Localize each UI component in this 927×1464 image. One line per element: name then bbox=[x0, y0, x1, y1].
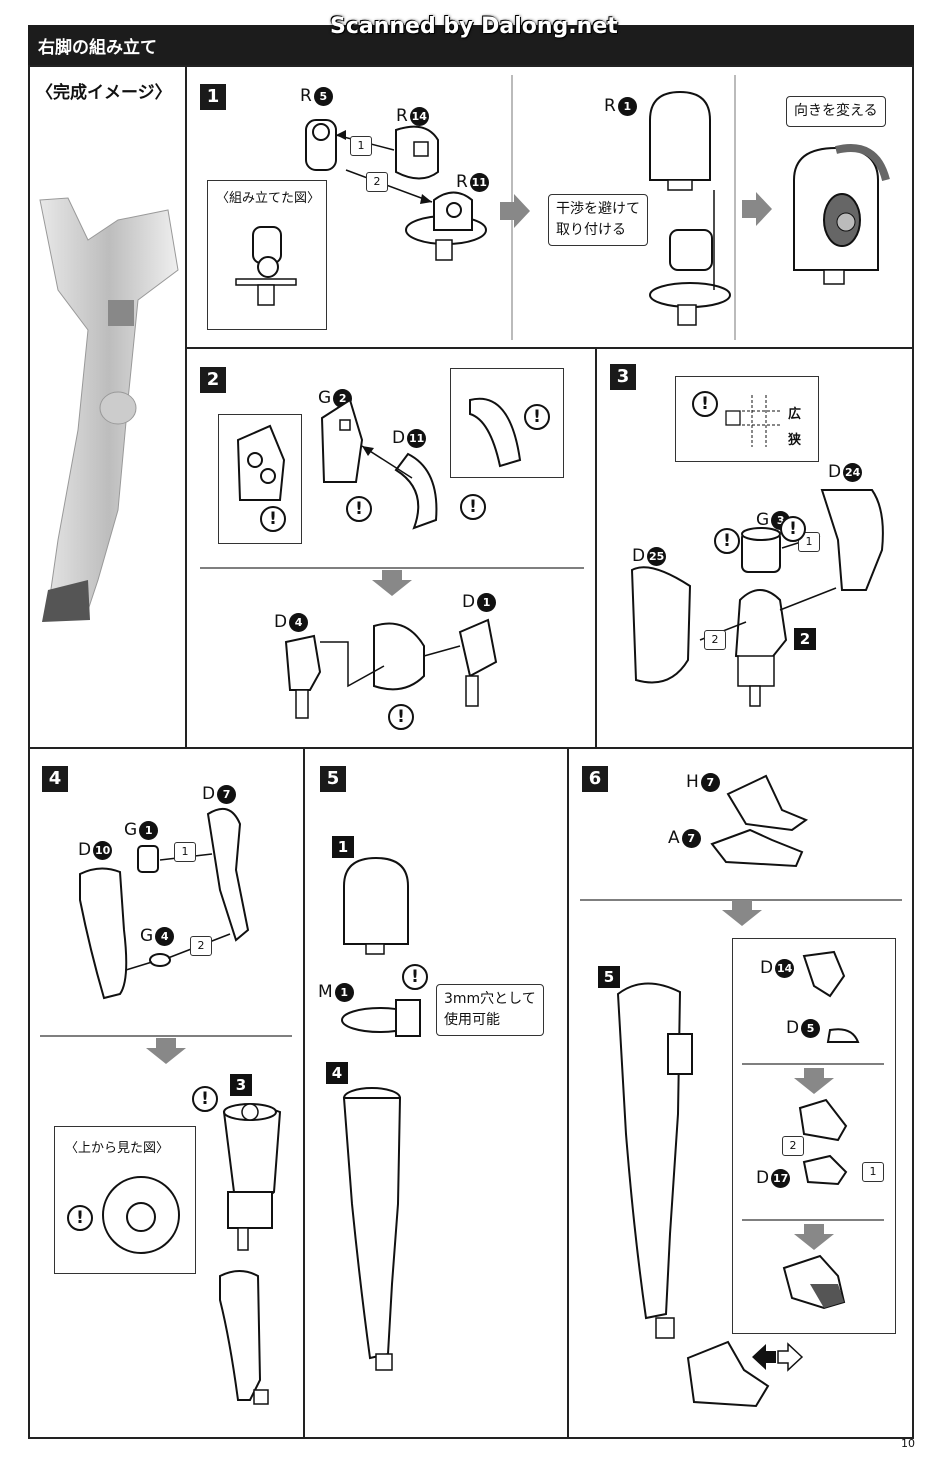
warning-icon: ! bbox=[460, 494, 486, 520]
step-6-number: 6 bbox=[582, 766, 608, 792]
assembled-part-icon bbox=[235, 226, 297, 306]
warning-icon: ! bbox=[260, 506, 286, 532]
ref-step-4: 4 bbox=[326, 1062, 348, 1084]
double-arrow-icon bbox=[752, 1342, 804, 1372]
warning-icon: ! bbox=[524, 404, 550, 430]
warning-icon: ! bbox=[714, 528, 740, 554]
width-detail-panel: ! 広 狭 bbox=[675, 376, 819, 462]
shoe-detail-illustration bbox=[742, 950, 884, 1310]
top-view-label: 〈上から見た図〉 bbox=[65, 1141, 170, 1156]
step-2-number: 2 bbox=[200, 367, 226, 393]
step-down-arrow bbox=[722, 900, 762, 926]
page-frame bbox=[28, 65, 914, 1439]
step-down-arrow bbox=[146, 1038, 186, 1064]
order-2: 2 bbox=[190, 936, 212, 956]
step-1-number: 1 bbox=[200, 84, 226, 110]
ref-step-5: 5 bbox=[598, 966, 620, 988]
warning-icon: ! bbox=[192, 1086, 218, 1112]
page-number: 10 bbox=[901, 1437, 915, 1450]
warning-icon: ! bbox=[346, 496, 372, 522]
step4-parts-illustration bbox=[40, 807, 292, 1037]
step-5-number: 5 bbox=[320, 766, 346, 792]
step2-parts-illustration bbox=[200, 397, 584, 569]
assembled-view-label: 〈組み立てた図〉 bbox=[216, 191, 321, 206]
width-diagram bbox=[725, 395, 782, 447]
order-1: 1 bbox=[862, 1162, 884, 1182]
ref-step-3: 3 bbox=[230, 1074, 252, 1096]
step-down-arrow bbox=[372, 570, 412, 596]
section-title: 右脚の組み立て bbox=[38, 38, 157, 58]
completed-image-label: 〈完成イメージ〉 bbox=[36, 83, 172, 103]
order-1: 1 bbox=[174, 842, 196, 862]
step-4-number: 4 bbox=[42, 766, 68, 792]
step5-leg-illustration bbox=[342, 1087, 402, 1371]
completed-leg-illustration bbox=[39, 197, 179, 622]
order-2: 2 bbox=[782, 1136, 804, 1156]
watermark-text: Scanned by Dalong.net bbox=[330, 14, 618, 39]
ref-step-2: 2 bbox=[794, 628, 816, 650]
step5-joint-illustration bbox=[341, 999, 421, 1037]
step6-leg-illustration bbox=[616, 982, 770, 1408]
step1-parts-illustration bbox=[305, 119, 487, 261]
order-2: 2 bbox=[704, 630, 726, 650]
warning-icon: ! bbox=[780, 516, 806, 542]
step6-shoe-parts-illustration bbox=[710, 774, 809, 868]
order-1: 1 bbox=[350, 136, 372, 156]
warning-icon: ! bbox=[692, 391, 718, 417]
step3-parts-illustration bbox=[630, 489, 884, 707]
warning-icon: ! bbox=[67, 1205, 93, 1231]
top-view-diagram bbox=[102, 1176, 180, 1254]
step5-head-illustration bbox=[343, 856, 409, 955]
step-3-number: 3 bbox=[610, 364, 636, 390]
step2-assembly-illustration bbox=[284, 618, 498, 719]
section-header: 右脚の組み立て bbox=[28, 25, 914, 65]
warning-icon: ! bbox=[402, 964, 428, 990]
wide-label: 広 bbox=[788, 407, 802, 422]
ref-step-1: 1 bbox=[332, 836, 354, 858]
step1-assembly-illustration bbox=[649, 90, 731, 326]
rotated-part-illustration bbox=[793, 144, 890, 285]
narrow-label: 狭 bbox=[788, 433, 802, 448]
flow-arrow-1 bbox=[500, 194, 530, 228]
step4-assembly-illustration bbox=[219, 1103, 282, 1405]
change-direction-note: 向きを変える bbox=[786, 96, 886, 127]
avoid-interference-note: 干渉を避けて 取り付ける bbox=[548, 194, 648, 246]
3mm-hole-note: 3mm穴として 使用可能 bbox=[436, 984, 544, 1036]
flow-arrow-2 bbox=[742, 192, 772, 226]
order-2: 2 bbox=[366, 172, 388, 192]
assembled-view-panel: 〈組み立てた図〉 bbox=[207, 180, 327, 330]
order-1: 1 bbox=[798, 532, 820, 552]
top-view-panel: 〈上から見た図〉 ! bbox=[54, 1126, 196, 1274]
warning-icon: ! bbox=[388, 704, 414, 730]
